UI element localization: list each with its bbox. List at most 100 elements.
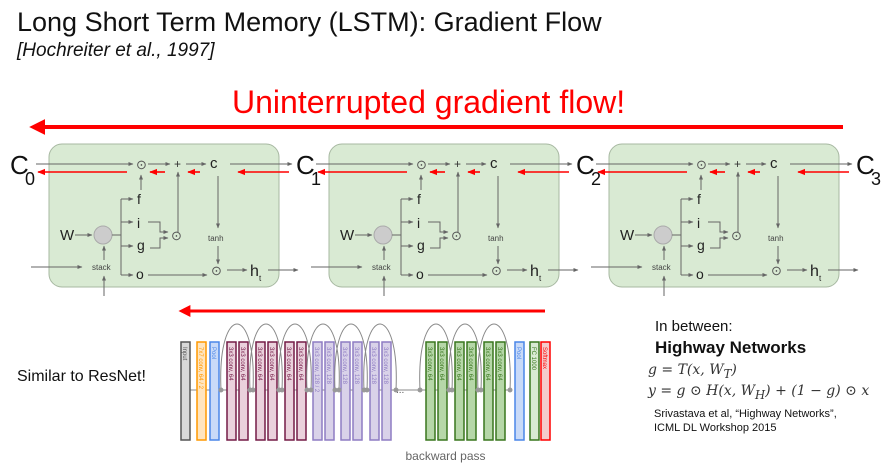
lstm-cell-box (608, 143, 840, 288)
resnet-layer-block (540, 341, 551, 441)
i-to-mult-arrow (428, 221, 449, 234)
gate-f-label: f (137, 191, 141, 207)
forget-mult-symbol: ⊙ (696, 157, 707, 172)
residual-junction-dot (446, 387, 452, 393)
resnet-layer-label: 3x3 conv, 128 (370, 347, 376, 385)
resnet-layer-label: 3x3 conv, 64 (297, 347, 303, 381)
highway-equation-output: y = g ⊙ H(x, WH) + (1 − g) ⊙ x (648, 383, 869, 402)
resnet-layer-block (196, 341, 207, 441)
resnet-layer-label: 3x3 conv, 64 (239, 347, 245, 381)
highway-equation-gate: g = T(x, WT) (648, 362, 737, 381)
eq2-sub: H (755, 387, 766, 402)
hidden-h-label: h (250, 263, 259, 280)
resnet-layer-block (369, 341, 380, 441)
residual-skip-arc (477, 323, 511, 391)
output-mult-symbol: ⊙ (771, 263, 782, 278)
residual-skip-arc (363, 323, 397, 391)
resnet-layer-block (483, 341, 494, 441)
slide-subtitle-citation: [Hochreiter et al., 1997] (17, 40, 215, 61)
residual-junction-dot (393, 387, 399, 393)
g-to-mult-arrow (150, 236, 169, 249)
resnet-layer-block (381, 341, 392, 441)
residual-junction-dot (417, 387, 423, 393)
eq1-sub: T (723, 366, 732, 381)
resnet-layer-label: Pool (210, 347, 216, 359)
residual-junction-dot (276, 387, 282, 393)
resnet-layer-block (226, 341, 237, 441)
highway-citation-line1: Srivastava et al, “Highway Networks”, (654, 408, 837, 420)
resnet-layer-block (454, 341, 465, 441)
output-mult-symbol: ⊙ (491, 263, 502, 278)
eq1-end: ) (731, 362, 737, 378)
output-mult-symbol: ⊙ (211, 263, 222, 278)
resnet-layer-block (255, 341, 266, 441)
gate-i-label: i (697, 215, 700, 231)
cell-state-subscript-1: 1 (311, 169, 321, 189)
gate-f-label: f (697, 191, 701, 207)
stack-label: stack (372, 263, 392, 272)
resnet-layer-label: Pool (515, 347, 521, 359)
i-to-mult-arrow (708, 221, 729, 234)
hidden-h-label: h (810, 263, 819, 280)
gate-o-label: o (696, 266, 704, 282)
residual-skip-arc (278, 323, 312, 391)
resnet-layer-label: 3x3 conv, 128 / 2 (313, 347, 319, 393)
resnet-layer-label: Input (181, 347, 187, 361)
resnet-layer-label: 3x3 conv, 64 (484, 347, 490, 381)
tanh-label: tanh (768, 234, 784, 243)
matmul-node (93, 225, 113, 245)
resnet-layer-label: 3x3 conv, 64 (285, 347, 291, 381)
resnet-layer-block (425, 341, 436, 441)
gate-i-label: i (417, 215, 420, 231)
residual-skip-arc (419, 323, 453, 391)
resnet-layer-label: 3x3 conv, 128 (382, 347, 388, 385)
cell-c-label: c (770, 155, 778, 172)
resnet-comparison-label: Similar to ResNet! (17, 368, 146, 385)
residual-junction-dot (304, 387, 310, 393)
cell-state-label-3: C (856, 150, 875, 180)
resnet-layer-block (495, 341, 506, 441)
stack-label: stack (652, 263, 672, 272)
residual-junction-dot (475, 387, 481, 393)
residual-junction-dot (336, 387, 342, 393)
residual-junction-dot (507, 387, 513, 393)
residual-skip-arc (334, 323, 368, 391)
resnet-layer-block (284, 341, 295, 441)
cell-state-subscript-2: 2 (591, 169, 601, 189)
eq1-main: g = T(x, W (648, 362, 724, 378)
cell-state-label-2: C (576, 150, 595, 180)
lstm-cell-box (48, 143, 280, 288)
residual-junction-dot (247, 387, 253, 393)
gate-o-label: o (136, 266, 144, 282)
eq2-main: y = g ⊙ H(x, W (648, 383, 755, 399)
resnet-layer-label: Softmax (541, 347, 547, 369)
input-mult-symbol: ⊙ (171, 228, 182, 243)
cell-c-label: c (490, 155, 498, 172)
slide-title: Long Short Term Memory (LSTM): Gradient … (17, 7, 602, 37)
resnet-layer-label: 3x3 conv, 64 (438, 347, 444, 381)
input-mult-symbol: ⊙ (451, 228, 462, 243)
hidden-sub-label: t (539, 274, 542, 283)
figure-caption: backward pass (405, 449, 486, 463)
resnet-layer-label: 3x3 conv, 64 (227, 347, 233, 381)
stack-label: stack (92, 263, 112, 272)
residual-junction-dot (308, 387, 314, 393)
tanh-label: tanh (208, 234, 224, 243)
gradient-flow-headline: Uninterrupted gradient flow! (232, 84, 626, 120)
weight-label: W (60, 227, 75, 244)
gate-o-label: o (416, 266, 424, 282)
resnet-layer-label: 3x3 conv, 64 (455, 347, 461, 381)
residual-skip-arc (448, 323, 482, 391)
forget-mult-symbol: ⊙ (416, 157, 427, 172)
gate-g-label: g (697, 237, 705, 253)
cell-state-label-1: C (296, 150, 315, 180)
resnet-layer-label: 3x3 conv, 64 (467, 347, 473, 381)
resnet-layer-label: 3x3 conv, 128 (353, 347, 359, 385)
tanh-label: tanh (488, 234, 504, 243)
resnet-layer-label: 7x7 conv, 64 / 2 (197, 347, 203, 390)
residual-skip-arc (220, 323, 254, 391)
add-symbol: + (734, 157, 741, 171)
highway-citation-line2: ICML DL Workshop 2015 (654, 422, 777, 434)
